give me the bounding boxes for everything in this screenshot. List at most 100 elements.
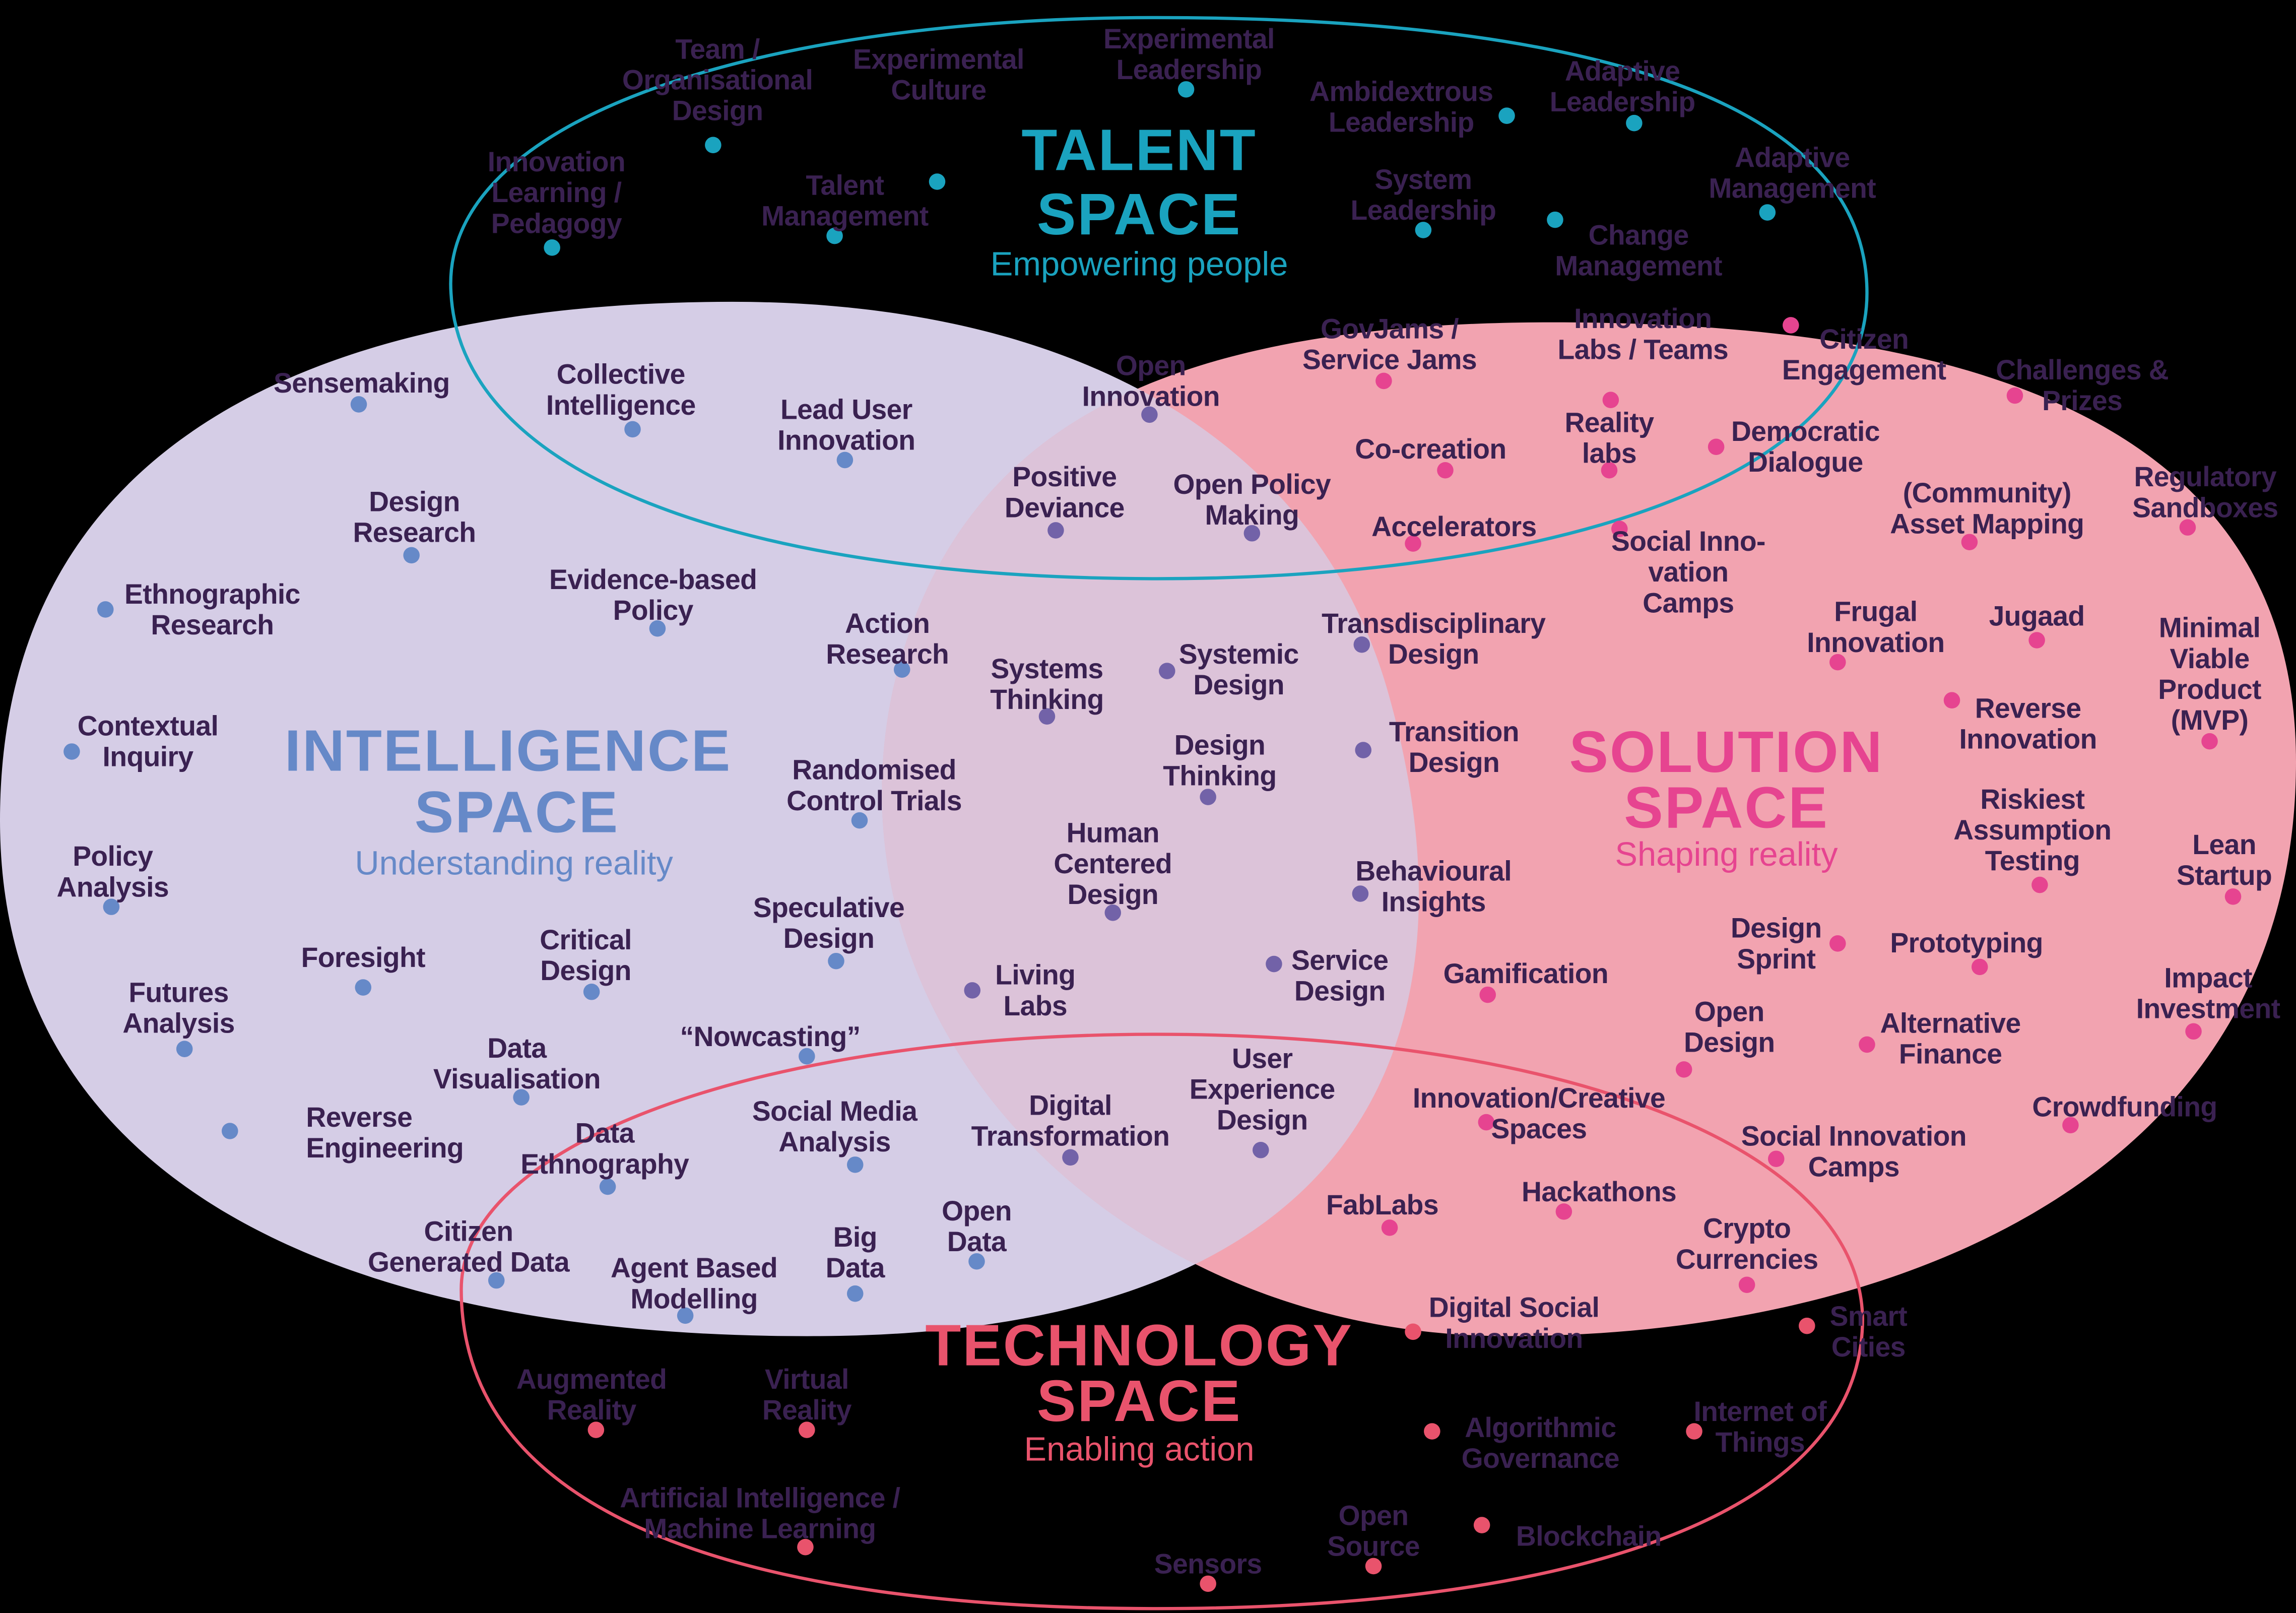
method-label: Speculative	[753, 892, 904, 923]
method-label: Systems	[991, 653, 1103, 684]
method-label: Alternative	[1880, 1008, 2021, 1039]
method-label: Ambidextrous	[1309, 76, 1493, 107]
method-label: Source	[1327, 1531, 1420, 1562]
method-dot	[1708, 438, 1725, 456]
method-label: Sensors	[1154, 1548, 1262, 1579]
method-dot	[2185, 1023, 2202, 1040]
method-label: Randomised	[792, 754, 956, 786]
method-label: Design	[1193, 669, 1284, 700]
method-dot	[544, 239, 560, 256]
method-dot	[222, 1123, 238, 1139]
method-label: Innovation	[1445, 1323, 1583, 1354]
method-dot	[1478, 1114, 1495, 1131]
method-label: Innovation	[488, 146, 625, 177]
method-label: Innovation	[1807, 627, 1944, 658]
solution-subtitle: Shaping reality	[1615, 835, 1838, 873]
method-label: Design	[369, 486, 460, 518]
method-label: Design	[1294, 976, 1386, 1007]
method-dot	[846, 1156, 864, 1173]
method-label: Change	[1589, 220, 1689, 251]
method-sensors: Sensors	[1154, 1548, 1262, 1592]
method-dot	[797, 1538, 814, 1556]
method-dot	[1365, 1558, 1382, 1575]
method-dot	[1859, 1036, 1875, 1053]
method-dot	[1200, 1575, 1216, 1592]
method-dot	[1437, 462, 1454, 479]
method-label: Experimental	[1103, 23, 1275, 54]
method-label: Sensemaking	[274, 367, 450, 399]
method-label: Reverse	[306, 1102, 412, 1133]
method-label: FabLabs	[1326, 1189, 1438, 1220]
method-sensemaking: Sensemaking	[274, 367, 450, 413]
method-label: Crypto	[1703, 1213, 1791, 1244]
method-dot	[649, 620, 666, 637]
method-label: Design	[1217, 1105, 1308, 1136]
method-label: Design	[1388, 638, 1479, 670]
method-label: Design	[1067, 879, 1158, 910]
method-dot	[624, 421, 641, 438]
intelligence-title-line1: INTELLIGENCE	[285, 718, 732, 783]
method-dot	[851, 812, 868, 829]
method-label: Internet of	[1694, 1396, 1827, 1427]
method-label: Leadership	[1329, 107, 1474, 138]
method-label: Blockchain	[1516, 1520, 1662, 1552]
method-label: Digital Social	[1429, 1292, 1600, 1323]
method-label: Futures	[128, 977, 228, 1008]
method-challenges-prizes: Challenges &Prizes	[1996, 354, 2169, 416]
method-label: Riskiest	[1980, 784, 2084, 815]
technology-space-outline	[460, 1033, 1864, 1610]
method-label: Design	[1684, 1026, 1775, 1058]
method-label: labs	[1582, 438, 1636, 469]
method-label: Evidence-based	[549, 564, 757, 595]
method-label: Reality	[547, 1394, 637, 1426]
method-dot	[2006, 387, 2023, 404]
method-label: Ethnography	[520, 1148, 689, 1180]
method-dot	[63, 743, 80, 760]
method-label: Research	[151, 609, 274, 640]
method-co-creation: Co-creation	[1355, 433, 1506, 479]
method-label: Management	[1709, 172, 1876, 204]
technology-subtitle: Enabling action	[1024, 1431, 1255, 1468]
method-label: Citizen	[1819, 324, 1909, 355]
method-foresight: Foresight	[301, 942, 426, 996]
method-label: Thinking	[990, 684, 1103, 715]
method-dot	[677, 1307, 694, 1324]
method-dot	[1375, 372, 1392, 390]
method-label: Innovation	[1959, 724, 2097, 755]
method-label: Transdisciplinary	[1322, 608, 1546, 639]
method-label: Regulatory	[2134, 461, 2277, 492]
method-label: Assumption	[1953, 814, 2111, 846]
method-label: Research	[826, 638, 949, 670]
method-label: Governance	[1462, 1443, 1619, 1474]
method-label: Systemic	[1179, 638, 1299, 670]
method-dot	[1555, 1203, 1572, 1220]
method-crowdfunding: Crowdfunding	[2032, 1091, 2217, 1134]
method-dot	[1829, 935, 1846, 952]
method-dot	[1266, 955, 1282, 973]
method-label: Digital	[1029, 1089, 1112, 1121]
method-label: Action	[845, 608, 930, 639]
method-dot	[799, 1048, 815, 1065]
method-label: Data	[826, 1252, 886, 1283]
method-label: Investment	[2136, 993, 2280, 1024]
method-label: Data	[947, 1226, 1007, 1257]
method-dot	[1177, 81, 1195, 98]
